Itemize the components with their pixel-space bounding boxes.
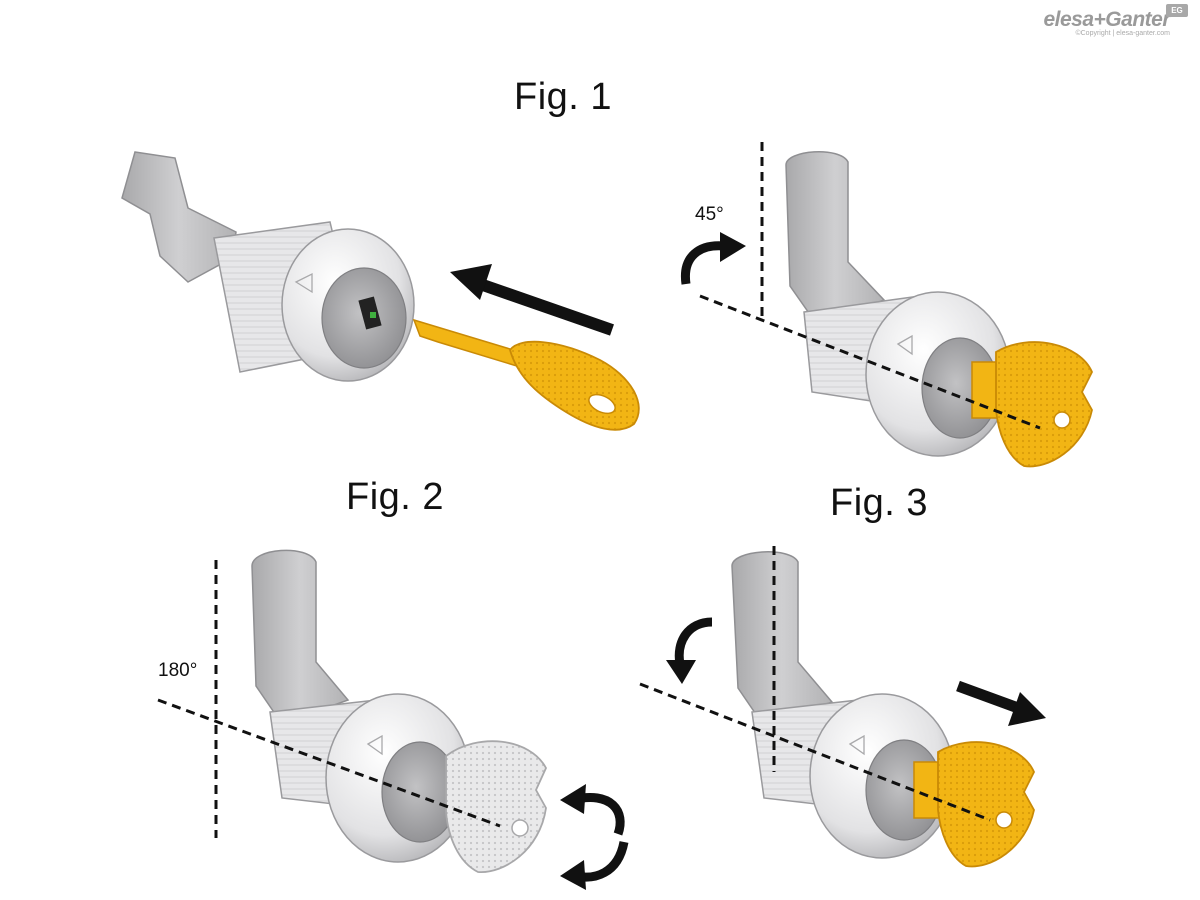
fig2-label: Fig. 2: [346, 476, 445, 518]
step45-rotation-arrow: [680, 232, 746, 285]
angle-45-label: 45°: [695, 204, 724, 225]
angle-180-label: 180°: [158, 660, 198, 681]
fig2-rotation-arrows: [560, 784, 629, 890]
fig3-axis-line: [639, 682, 991, 822]
fig3-rotation-arrow: [666, 617, 713, 684]
step45-rotated-axis: [699, 294, 1041, 430]
fig3-cam-lever: [731, 551, 834, 727]
fig1-lock: [121, 151, 415, 382]
fig1-insert-arrow: [450, 264, 614, 336]
fig3-remove-arrow: [956, 680, 1046, 726]
fig3-lock: [731, 551, 955, 859]
fig2-cam-lever: [251, 549, 350, 725]
fig1-key: [412, 318, 640, 431]
step45-key: [971, 341, 1093, 468]
fig2-lock: [251, 549, 471, 863]
fig2-key: [445, 740, 548, 873]
brand-name: elesa+Ganter: [1043, 8, 1170, 31]
fig1-cam-lever: [121, 151, 237, 283]
brand-logo: EG elesa+Ganter ©Copyright | elesa-gante…: [1043, 4, 1188, 37]
fig3-key: [913, 741, 1035, 868]
fig2-axis-line: [157, 698, 501, 828]
step45-cam-lever: [785, 151, 886, 327]
fig1-label: Fig. 1: [514, 76, 613, 118]
brand-badge: EG: [1166, 4, 1188, 17]
fig3-label: Fig. 3: [830, 482, 929, 524]
brand-copyright: ©Copyright | elesa-ganter.com: [1075, 30, 1170, 37]
